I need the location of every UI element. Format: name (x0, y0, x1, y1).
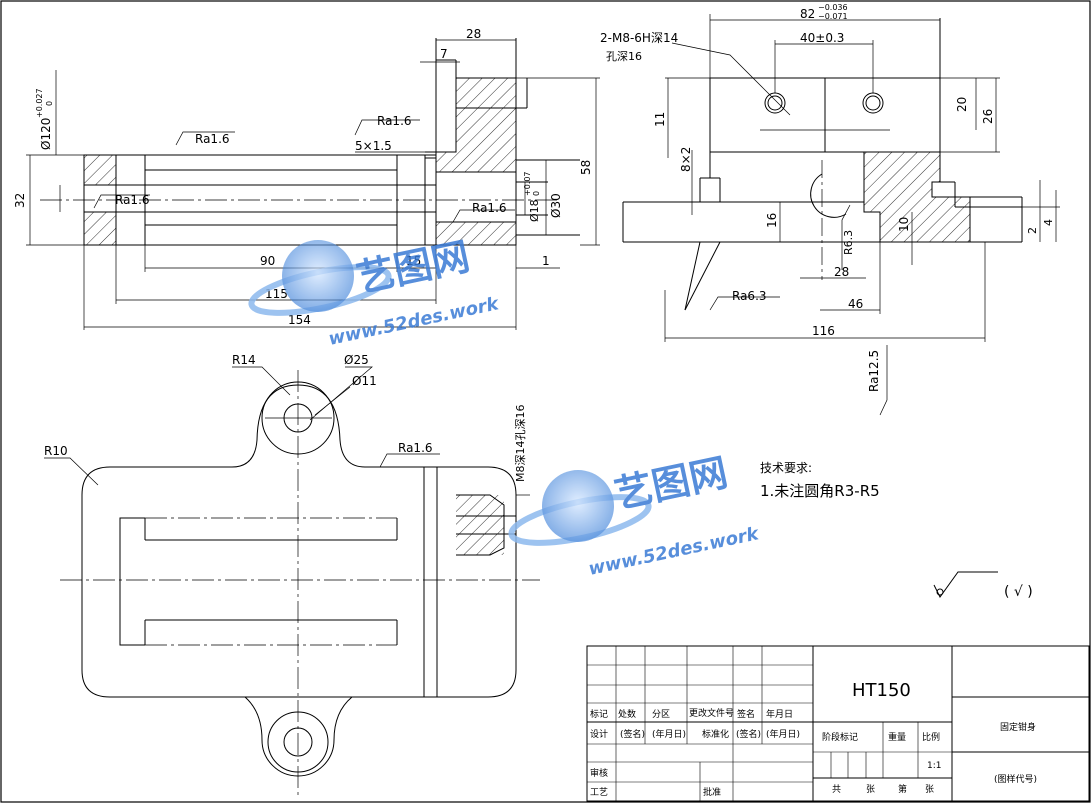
top-view (60, 370, 540, 795)
wm-brand-1: 艺图网 (353, 234, 474, 301)
globe-icon (282, 240, 354, 312)
tb-h-design: 设计 (590, 728, 608, 740)
front-hatch-left-top (83, 154, 117, 186)
thread-depth: 孔深16 (606, 50, 642, 63)
tb-h-stage: 阶段标记 (822, 731, 858, 743)
ra-front-3: Ra1.6 (115, 193, 150, 207)
roughness-default-symbol (933, 571, 998, 598)
ra-front-2: Ra1.6 (377, 114, 412, 128)
front-view (40, 38, 580, 246)
tb-h-process: 工艺 (590, 787, 608, 798)
tb-h-sign: 签名 (737, 708, 755, 720)
dim-20: 20 (955, 97, 969, 112)
dim-18: Ø18 (528, 199, 541, 222)
tb-h-review: 审核 (590, 767, 608, 779)
dim-120-upper: +0.027 (35, 88, 44, 118)
dim-8x2: 8×2 (679, 147, 693, 172)
dim-4: 4 (1042, 219, 1055, 226)
dim-40: 40±0.3 (800, 31, 844, 45)
dim-m8-side: M8深14孔深16 (514, 405, 527, 482)
front-hatch-right-upper (435, 77, 517, 173)
tb-h-date2: (年月日) (652, 728, 686, 740)
dim-30: Ø30 (549, 193, 563, 218)
tb-material: HT150 (852, 680, 911, 701)
dim-46: 46 (848, 297, 863, 311)
dim-18-tol: +0.07 (523, 171, 532, 196)
tb-h-std: 标准化 (702, 728, 729, 740)
dim-1: 1 (542, 254, 550, 268)
dim-32: 32 (13, 193, 27, 208)
thread-spec: 2-M8-6H深14 (600, 31, 678, 45)
dim-r63: R6.3 (842, 230, 855, 255)
tb-h-total: 共 (832, 784, 841, 795)
side-hatch (863, 151, 971, 243)
side-view (622, 18, 1023, 311)
tb-drawing-no: (图样代号) (994, 773, 1037, 785)
tb-h-doc: 更改文件号 (689, 707, 734, 719)
notes-title: 技术要求: (760, 461, 812, 475)
dim-120-lower: 0 (45, 101, 54, 106)
tb-h-sig3: (签名) (736, 728, 761, 740)
dim-82-upper: −0.036 (818, 3, 848, 12)
dim-10: 10 (897, 217, 911, 232)
tb-h-no: 第 (898, 783, 907, 795)
ra-front-4: Ra1.6 (472, 201, 507, 215)
dim-82-lower: −0.071 (818, 12, 848, 21)
globe-icon (542, 470, 614, 542)
ra-side-63: Ra6.3 (732, 289, 767, 303)
tb-h-date3: (年月日) (766, 728, 800, 740)
dim-90: 90 (260, 254, 275, 268)
dim-116: 116 (812, 324, 835, 338)
dim-r10: R10 (44, 444, 68, 458)
ra-side-125: Ra12.5 (867, 350, 881, 392)
front-hatch-left-bot (83, 211, 117, 246)
tb-h-weight: 重量 (888, 731, 906, 743)
top-hatch (456, 495, 504, 555)
dim-82: 82 (800, 7, 815, 21)
tb-h-sheet: 张 (866, 784, 875, 795)
tb-h-mark: 标记 (590, 708, 608, 720)
dim-7: 7 (440, 47, 448, 61)
dim-115: 115 (265, 287, 288, 301)
dim-chamfer: 5×1.5 (355, 139, 392, 153)
roughness-bracket: ( √ ) (1004, 584, 1033, 600)
ra-front-1: Ra1.6 (195, 132, 230, 146)
ra-top: Ra1.6 (398, 441, 433, 455)
dim-154: 154 (288, 313, 311, 327)
dim-d11: Ø11 (352, 374, 377, 388)
dim-28-top: 28 (466, 27, 481, 41)
tb-part-name: 固定钳身 (1000, 721, 1036, 733)
tb-h-sig2: (签名) (620, 728, 645, 740)
title-block (586, 645, 1090, 802)
tb-h-zone: 分区 (652, 709, 670, 720)
tb-h-sheet2: 张 (925, 784, 934, 795)
tb-scale: 1:1 (927, 761, 941, 771)
top-dims (44, 366, 530, 496)
side-dims (664, 14, 1060, 416)
tb-h-ratio: 比例 (922, 731, 940, 743)
tb-h-approve: 批准 (703, 786, 721, 798)
dim-26: 26 (981, 109, 995, 124)
notes-line1: 1.未注圆角R3-R5 (760, 482, 880, 500)
dim-d25: Ø25 (344, 353, 369, 367)
tb-h-count: 处数 (618, 708, 636, 720)
dim-28-bot: 28 (834, 265, 849, 279)
watermark-1: 艺图网 www.52des.work (248, 234, 501, 350)
dim-16: 16 (765, 213, 779, 228)
dim-15: 15 (406, 254, 421, 268)
tb-h-date: 年月日 (766, 708, 793, 720)
dim-r14: R14 (232, 353, 256, 367)
dim-2: 2 (1026, 227, 1039, 234)
dim-18-tol2: 0 (532, 191, 541, 196)
dim-11: 11 (653, 112, 667, 127)
wm-brand-2: 艺图网 (611, 450, 732, 517)
dim-120: Ø120 (39, 118, 53, 150)
watermark-2: 艺图网 www.52des.work (508, 450, 761, 580)
dim-58: 58 (579, 160, 593, 175)
